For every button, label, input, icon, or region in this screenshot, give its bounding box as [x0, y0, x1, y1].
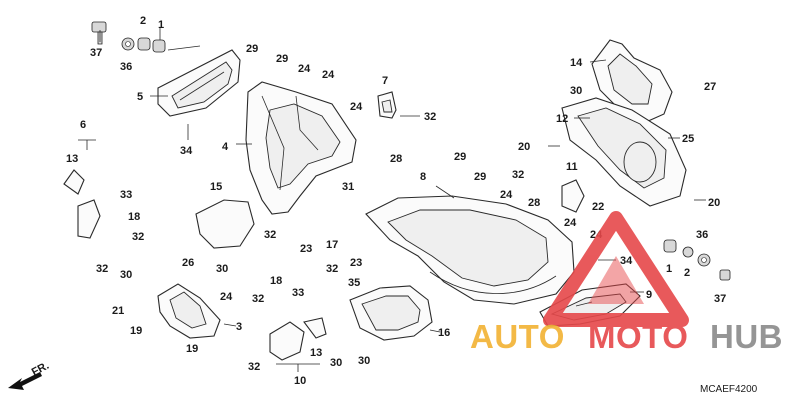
- watermark-part-auto: AUTO: [470, 318, 565, 355]
- callout: 30: [216, 263, 228, 275]
- callout: 22: [592, 201, 604, 213]
- callout: 35: [348, 277, 360, 289]
- callout: 32: [326, 263, 338, 275]
- callout: 4: [222, 141, 229, 153]
- callout: 12: [556, 113, 568, 125]
- front-arrow: FR.: [8, 360, 51, 390]
- callout: 17: [326, 239, 338, 251]
- part-11-bracket: [561, 179, 585, 213]
- callout: 37: [714, 293, 726, 305]
- callout: 27: [704, 81, 716, 93]
- callout-labels: 37 2 1 36 5 34 29 29 24 24 4 7 24 32 28 …: [66, 15, 726, 387]
- callout: 32: [248, 361, 260, 373]
- callout: 30: [120, 269, 132, 281]
- callout: 24: [500, 189, 513, 201]
- callout: 18: [128, 211, 140, 223]
- watermark: AUTO MOTO HUB: [470, 211, 783, 355]
- callout: 19: [130, 325, 142, 337]
- part-6-13-pieces: [63, 169, 101, 239]
- callout: 33: [120, 189, 132, 201]
- watermark-triangle-logo: [543, 211, 689, 327]
- callout: 16: [438, 327, 450, 339]
- part-16-lower-cover: [349, 285, 433, 341]
- part-8-main-fairing: [365, 195, 575, 305]
- callout: 33: [292, 287, 304, 299]
- leader-lines: [99, 28, 706, 333]
- part-10-bracket: [269, 317, 327, 361]
- callout: 23: [300, 243, 312, 255]
- callout: 23: [350, 257, 362, 269]
- callout: 32: [132, 231, 144, 243]
- callout: 19: [186, 343, 198, 355]
- part-4-inner-panel: [245, 81, 357, 215]
- hardware-lower-right: [663, 239, 731, 281]
- callout: 6: [80, 119, 86, 131]
- callout: 29: [276, 53, 288, 65]
- callout: 29: [454, 151, 466, 163]
- callout: 32: [424, 111, 436, 123]
- callout: 32: [264, 229, 276, 241]
- callout: 9: [646, 289, 652, 301]
- callout: 32: [512, 169, 524, 181]
- callout: 36: [120, 61, 132, 73]
- callout: 30: [358, 355, 370, 367]
- callout: 24: [350, 101, 363, 113]
- callout: 28: [390, 153, 402, 165]
- callout: 10: [294, 375, 306, 387]
- callout: 5: [137, 91, 143, 103]
- part-12-right-cover: [561, 97, 687, 207]
- callout: 8: [420, 171, 426, 183]
- callout: 32: [96, 263, 108, 275]
- watermark-part-moto: MOTO: [588, 318, 688, 355]
- callout: 3: [236, 321, 242, 333]
- callout: 26: [182, 257, 194, 269]
- callout: 30: [330, 357, 342, 369]
- part-10-bracket-line: [276, 363, 320, 372]
- callout: 14: [570, 57, 583, 69]
- callout: 24: [564, 217, 577, 229]
- front-label: FR.: [30, 360, 51, 379]
- callout: 24: [220, 291, 233, 303]
- diagram-code: MCAEF4200: [700, 384, 758, 395]
- callout: 29: [246, 43, 258, 55]
- hardware-top-left: [91, 21, 166, 53]
- callout: 37: [90, 47, 102, 59]
- callout: 24: [298, 63, 311, 75]
- callout: 1: [666, 263, 672, 275]
- callout: 20: [708, 197, 720, 209]
- callout: 36: [696, 229, 708, 241]
- callout: 21: [112, 305, 124, 317]
- callout: 28: [528, 197, 540, 209]
- callout: 13: [310, 347, 322, 359]
- callout: 15: [210, 181, 222, 193]
- callout: 1: [158, 19, 164, 31]
- callout: 13: [66, 153, 78, 165]
- callout: 2: [684, 267, 690, 279]
- callout: 2: [140, 15, 146, 27]
- callout: 24: [322, 69, 335, 81]
- callout: 20: [518, 141, 530, 153]
- part-3-bracket: [157, 283, 221, 339]
- callout: 34: [180, 145, 193, 157]
- part-7-bracket: [377, 91, 397, 119]
- watermark-part-hub: HUB: [710, 318, 783, 355]
- callout: 34: [620, 255, 633, 267]
- part-5-cover: [157, 49, 241, 117]
- part-6-bracket-line: [78, 139, 96, 150]
- callout: 32: [252, 293, 264, 305]
- callout: 31: [342, 181, 354, 193]
- callout: 18: [270, 275, 282, 287]
- callout: 29: [474, 171, 486, 183]
- callout: 11: [566, 161, 578, 173]
- callout: 7: [382, 75, 388, 87]
- callout: 25: [682, 133, 694, 145]
- part-15-panel: [195, 199, 255, 249]
- callout: 30: [570, 85, 582, 97]
